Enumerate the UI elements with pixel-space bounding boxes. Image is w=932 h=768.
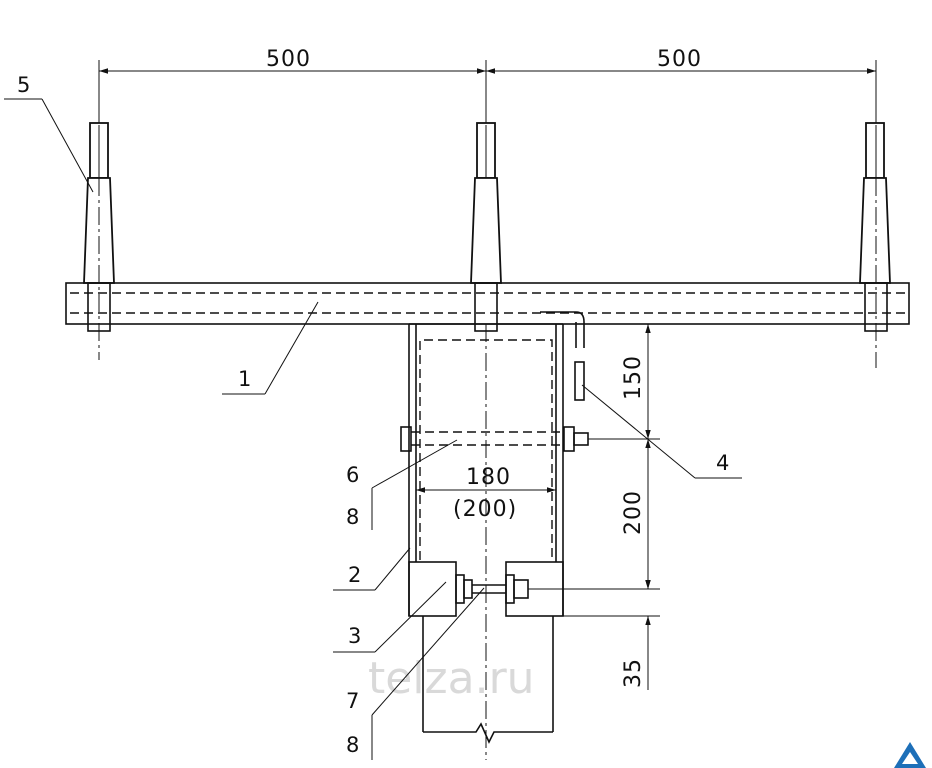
span-dimension-lines <box>98 60 877 125</box>
insulator-center <box>470 122 502 284</box>
callout-bolt-lower: 7 <box>346 689 359 713</box>
upper-bolt <box>400 426 589 452</box>
callout-bolt-upper-sub: 8 <box>346 505 359 529</box>
dimension-vertical-upper: 150 <box>621 355 646 400</box>
vertical-dimension-lines <box>528 323 660 690</box>
hook-part <box>540 311 585 401</box>
callout-bracket: 2 <box>348 563 361 587</box>
callout-insulator: 5 <box>17 73 30 97</box>
brand-logo <box>894 742 926 768</box>
dimension-span-right: 500 <box>657 47 702 72</box>
dimension-width-main: 180 <box>466 465 511 490</box>
callout-hook: 4 <box>716 451 729 475</box>
dimension-span-left: 500 <box>266 47 311 72</box>
callout-clamp: 3 <box>348 624 361 648</box>
watermark: telza.ru <box>368 653 535 704</box>
callout-crossarm: 1 <box>238 367 251 391</box>
callout-bolt-lower-sub: 8 <box>346 733 359 757</box>
dimension-vertical-middle: 200 <box>621 490 646 535</box>
pole <box>422 616 554 744</box>
callout-bolt-upper: 6 <box>346 463 359 487</box>
pole-clamps <box>408 561 564 617</box>
callout-leaders <box>4 98 742 760</box>
dimension-width-alt: (200) <box>453 497 517 522</box>
dimension-vertical-lower: 35 <box>621 658 646 688</box>
